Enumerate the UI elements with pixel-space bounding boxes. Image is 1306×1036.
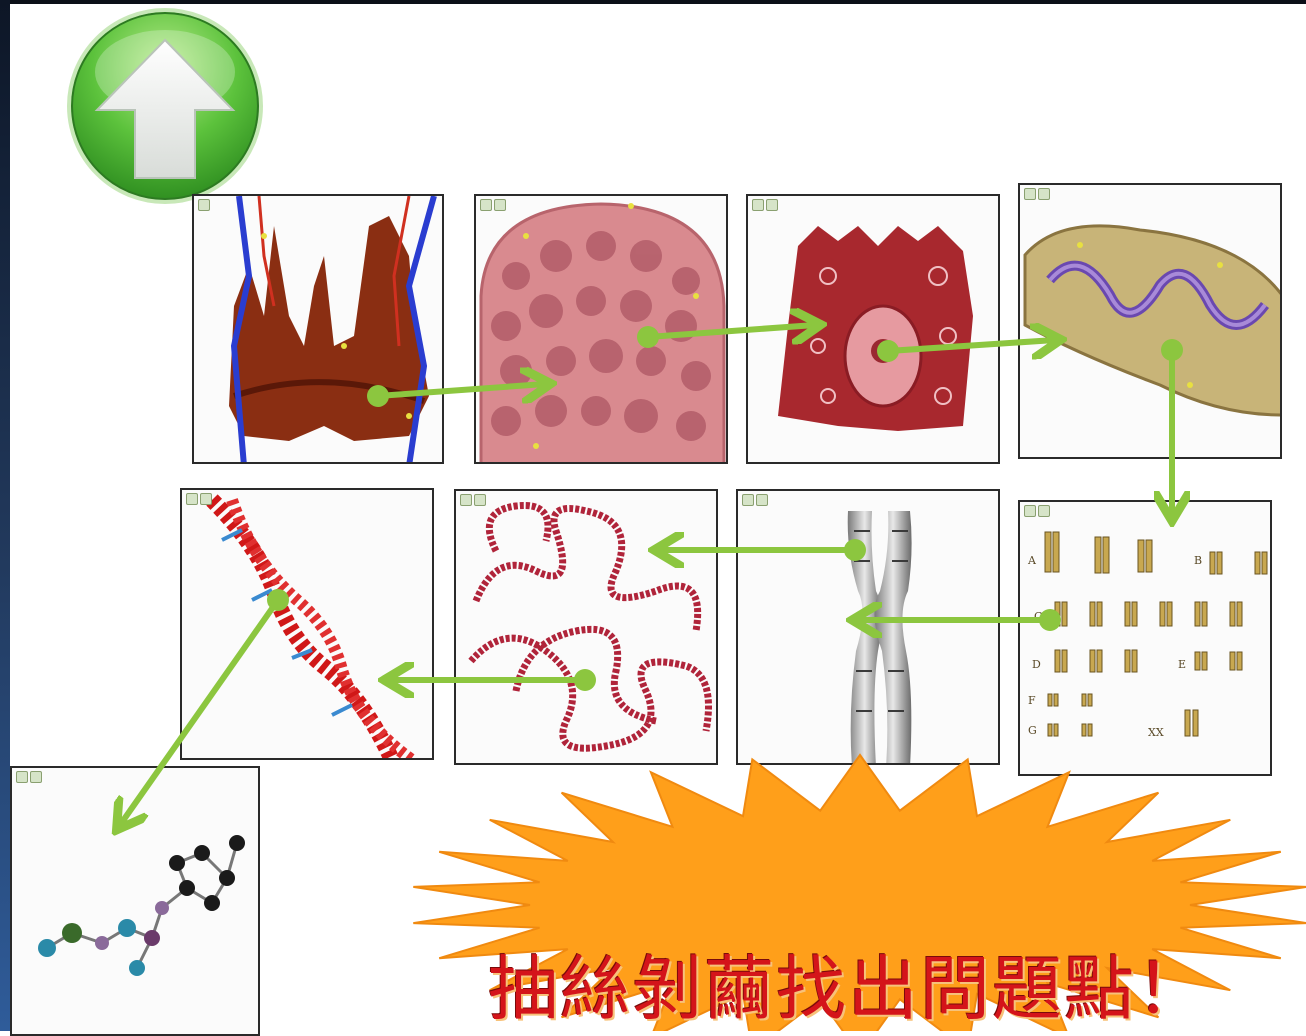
arrow-anchor-dot: [637, 326, 659, 348]
panel-toolbar: [752, 199, 778, 211]
headline-text: 抽絲剝繭找出問題點！: [488, 948, 1248, 1031]
panel-toolbar: [16, 771, 42, 783]
arrow-anchor-dot: [877, 340, 899, 362]
arrow-cell-to-mitochondrion: [888, 340, 1055, 351]
panel-toolbar: [186, 493, 212, 505]
pin-icon[interactable]: [756, 494, 768, 506]
panel-toolbar: [742, 494, 768, 506]
arrow-anchor-dot: [1161, 339, 1183, 361]
panel-toolbar: [480, 199, 506, 211]
arrow-follicles-to-cell: [648, 325, 815, 337]
arrow-anchor-dot: [574, 669, 596, 691]
zoom-icon[interactable]: [480, 199, 492, 211]
pin-icon[interactable]: [766, 199, 778, 211]
pin-icon[interactable]: [494, 199, 506, 211]
zoom-icon[interactable]: [16, 771, 28, 783]
zoom-icon[interactable]: [198, 199, 210, 211]
zoom-icon[interactable]: [460, 494, 472, 506]
pin-icon[interactable]: [30, 771, 42, 783]
zoom-icon[interactable]: [186, 493, 198, 505]
arrow-anchor-dot: [1039, 609, 1061, 631]
pin-icon[interactable]: [200, 493, 212, 505]
zoom-icon[interactable]: [1024, 505, 1036, 517]
arrow-anchor-dot: [367, 385, 389, 407]
pin-icon[interactable]: [474, 494, 486, 506]
arrow-gland-to-follicles: [378, 384, 545, 396]
arrow-anchor-dot: [844, 539, 866, 561]
zoom-icon[interactable]: [742, 494, 754, 506]
arrow-dna-to-molecule: [120, 600, 278, 825]
panel-toolbar: [198, 199, 210, 211]
arrow-anchor-dot: [267, 589, 289, 611]
zoom-icon[interactable]: [752, 199, 764, 211]
panel-toolbar: [1024, 188, 1050, 200]
pin-icon[interactable]: [1038, 188, 1050, 200]
panel-toolbar: [1024, 505, 1050, 517]
pin-icon[interactable]: [1038, 505, 1050, 517]
zoom-icon[interactable]: [1024, 188, 1036, 200]
panel-toolbar: [460, 494, 486, 506]
